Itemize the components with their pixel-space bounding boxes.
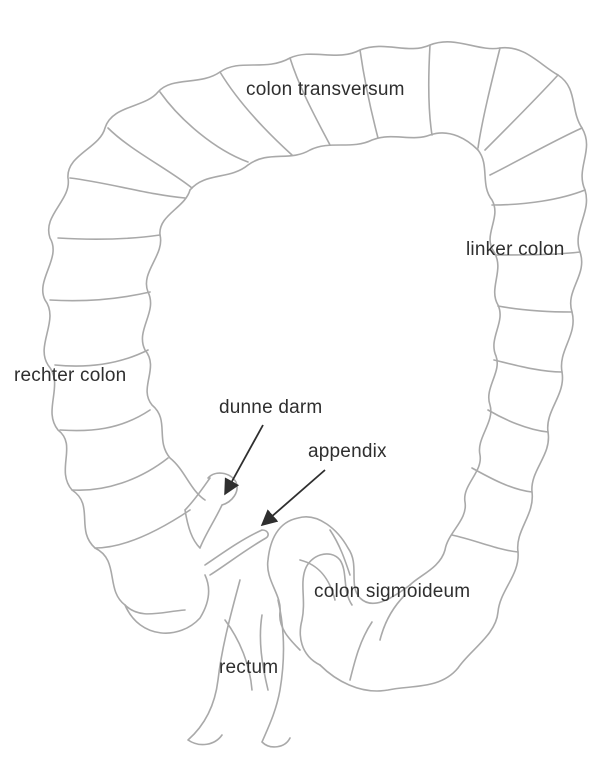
label-colon-sigmoideum: colon sigmoideum <box>314 582 470 601</box>
arrow-appendix <box>262 470 325 525</box>
appendix-shape <box>205 530 268 575</box>
label-dunne-darm: dunne darm <box>219 398 322 417</box>
label-rechter-colon: rechter colon <box>14 366 126 385</box>
sigmoid-folds <box>330 530 405 680</box>
label-appendix: appendix <box>308 442 387 461</box>
transverse-inner <box>190 133 478 190</box>
label-colon-transversum: colon transversum <box>246 80 405 99</box>
right-colon-folds <box>50 128 192 548</box>
label-linker-colon: linker colon <box>466 240 565 259</box>
colon-outline <box>43 42 587 747</box>
arrow-dunne-darm <box>225 425 263 494</box>
transverse-folds <box>160 45 500 162</box>
small-intestine-stub <box>185 473 237 548</box>
left-colon-inner <box>410 150 500 585</box>
arrows <box>225 425 325 525</box>
caecum <box>125 575 209 633</box>
label-rectum: rectum <box>219 658 278 677</box>
